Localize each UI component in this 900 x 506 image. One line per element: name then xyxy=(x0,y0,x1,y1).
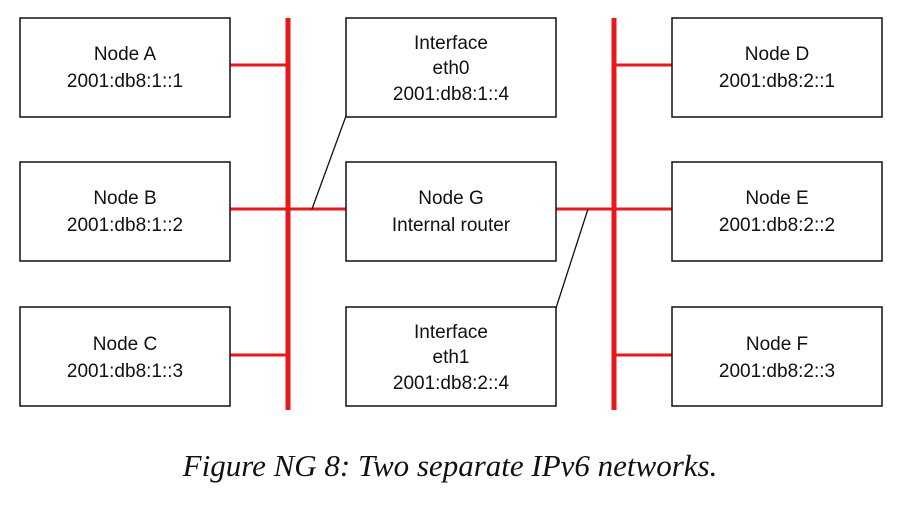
node-d-box: Node D 2001:db8:2::1 xyxy=(671,17,883,118)
network-1-bus xyxy=(230,18,346,410)
node-a-name: Node A xyxy=(94,44,157,65)
node-c-box: Node C 2001:db8:1::3 xyxy=(19,306,231,407)
eth1-label: Interface xyxy=(414,322,488,343)
node-e-name: Node E xyxy=(745,188,808,209)
node-a-address: 2001:db8:1::1 xyxy=(67,71,183,92)
interface-eth1-box: Interface eth1 2001:db8:2::4 xyxy=(345,306,557,407)
eth0-address: 2001:db8:1::4 xyxy=(393,84,510,105)
eth1-address: 2001:db8:2::4 xyxy=(393,373,510,394)
network-2-bus xyxy=(556,18,672,410)
node-b-name: Node B xyxy=(93,188,156,209)
node-b-box: Node B 2001:db8:1::2 xyxy=(19,161,231,262)
node-g-box: Node G Internal router xyxy=(345,161,557,262)
node-d-address: 2001:db8:2::1 xyxy=(719,71,835,92)
eth0-name: eth0 xyxy=(433,58,470,79)
node-c-name: Node C xyxy=(93,334,157,355)
node-f-address: 2001:db8:2::3 xyxy=(719,361,835,382)
eth0-label: Interface xyxy=(414,33,488,54)
eth1-pointer-line xyxy=(555,208,589,309)
node-b-address: 2001:db8:1::2 xyxy=(67,215,183,236)
node-a-box: Node A 2001:db8:1::1 xyxy=(19,17,231,118)
node-f-name: Node F xyxy=(746,334,808,355)
node-d-name: Node D xyxy=(745,44,809,65)
node-e-address: 2001:db8:2::2 xyxy=(719,215,835,236)
interface-eth0-box: Interface eth0 2001:db8:1::4 xyxy=(345,17,557,118)
node-e-box: Node E 2001:db8:2::2 xyxy=(671,161,883,262)
node-c-address: 2001:db8:1::3 xyxy=(67,361,183,382)
node-g-name: Node G xyxy=(418,188,483,209)
node-g-role: Internal router xyxy=(392,215,511,236)
eth0-pointer-line xyxy=(311,115,347,210)
eth1-name: eth1 xyxy=(433,347,470,368)
node-f-box: Node F 2001:db8:2::3 xyxy=(671,306,883,407)
figure-caption: Figure NG 8: Two separate IPv6 networks. xyxy=(182,448,718,483)
